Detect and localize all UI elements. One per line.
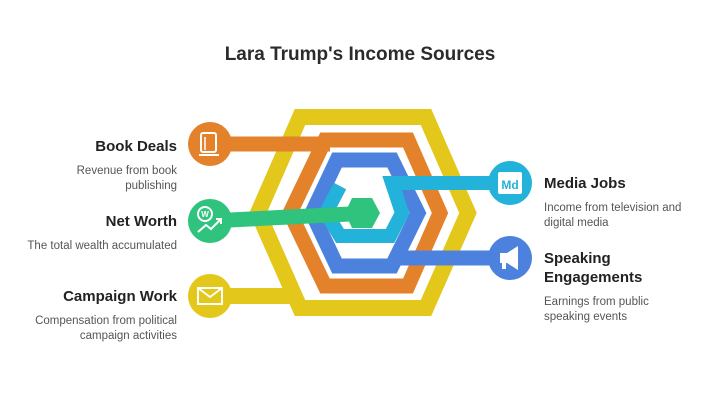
- megaphone-icon: [488, 236, 532, 280]
- diagram-title: Lara Trump's Income Sources: [224, 44, 496, 65]
- label-book-deals: Book Deals Revenue from book publishing: [7, 137, 177, 194]
- campaign-work-description: Compensation from political campaign act…: [35, 315, 177, 342]
- wealth-growth-icon: W: [188, 199, 232, 243]
- net-worth-description: The total wealth accumulated: [27, 240, 177, 252]
- media-jobs-description: Income from television and digital media: [544, 202, 682, 229]
- svg-text:W: W: [201, 210, 209, 219]
- net-worth-heading: Net Worth: [105, 213, 177, 230]
- speaking-engagements-description: Earnings from public speaking events: [544, 296, 649, 323]
- book-icon: [188, 122, 232, 166]
- media-jobs-heading: Media Jobs: [544, 175, 626, 192]
- label-media-jobs: Media Jobs Income from television and di…: [544, 174, 704, 231]
- green-band: [209, 198, 380, 229]
- medium-logo-text: Md: [501, 178, 518, 192]
- envelope-icon: [188, 274, 232, 318]
- label-campaign-work: Campaign Work Compensation from politica…: [7, 287, 177, 344]
- label-speaking-engagements: Speaking Engagements Earnings from publi…: [544, 249, 684, 325]
- label-net-worth: Net Worth The total wealth accumulated: [0, 212, 177, 254]
- campaign-work-heading: Campaign Work: [63, 288, 177, 305]
- medium-logo-icon: Md: [488, 161, 532, 205]
- speaking-engagements-heading: Speaking Engagements: [544, 250, 643, 286]
- book-deals-heading: Book Deals: [95, 138, 177, 155]
- book-deals-description: Revenue from book publishing: [76, 165, 177, 192]
